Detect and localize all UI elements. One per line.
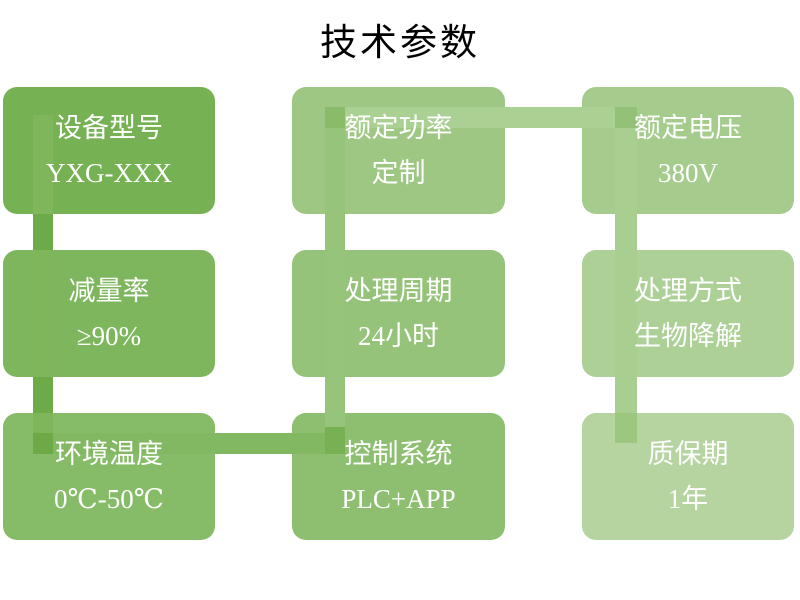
param-label: 额定电压 (634, 113, 742, 144)
param-label: 减量率 (68, 276, 150, 307)
connector-segment (615, 107, 637, 443)
connector-segment (325, 107, 345, 454)
param-box-9: 质保期 1年 (582, 413, 794, 540)
param-label: 处理方式 (634, 276, 742, 307)
slide-title: 技术参数 (320, 23, 480, 64)
connector-joint (325, 427, 345, 454)
connector-joint (33, 214, 53, 250)
param-value: 0℃-50℃ (54, 483, 164, 514)
param-value: ≥90% (76, 320, 142, 351)
param-label: 处理周期 (344, 276, 453, 307)
param-box-6: 处理方式 生物降解 (582, 250, 794, 377)
connector-segment (33, 433, 345, 454)
param-value: YXG-XXX (46, 157, 172, 188)
param-value: 生物降解 (634, 320, 742, 351)
param-value: PLC+APP (341, 483, 456, 514)
param-value: 1年 (667, 483, 709, 514)
connector-joint (33, 377, 53, 413)
param-value: 定制 (371, 157, 426, 188)
connector-joint (615, 413, 637, 443)
param-label: 控制系统 (344, 439, 453, 470)
param-label: 环境温度 (55, 439, 163, 470)
param-label: 质保期 (647, 439, 729, 470)
param-label: 额定功率 (344, 113, 453, 144)
param-value: 380V (658, 157, 718, 188)
connector-joint (33, 433, 53, 454)
param-label: 设备型号 (55, 113, 163, 144)
param-box-5: 处理周期 24小时 (292, 250, 505, 377)
connector-joint (325, 107, 345, 128)
connector-segment (33, 115, 53, 454)
param-value: 24小时 (358, 320, 439, 351)
connector-segment (325, 107, 637, 128)
connector-joint (615, 107, 637, 128)
